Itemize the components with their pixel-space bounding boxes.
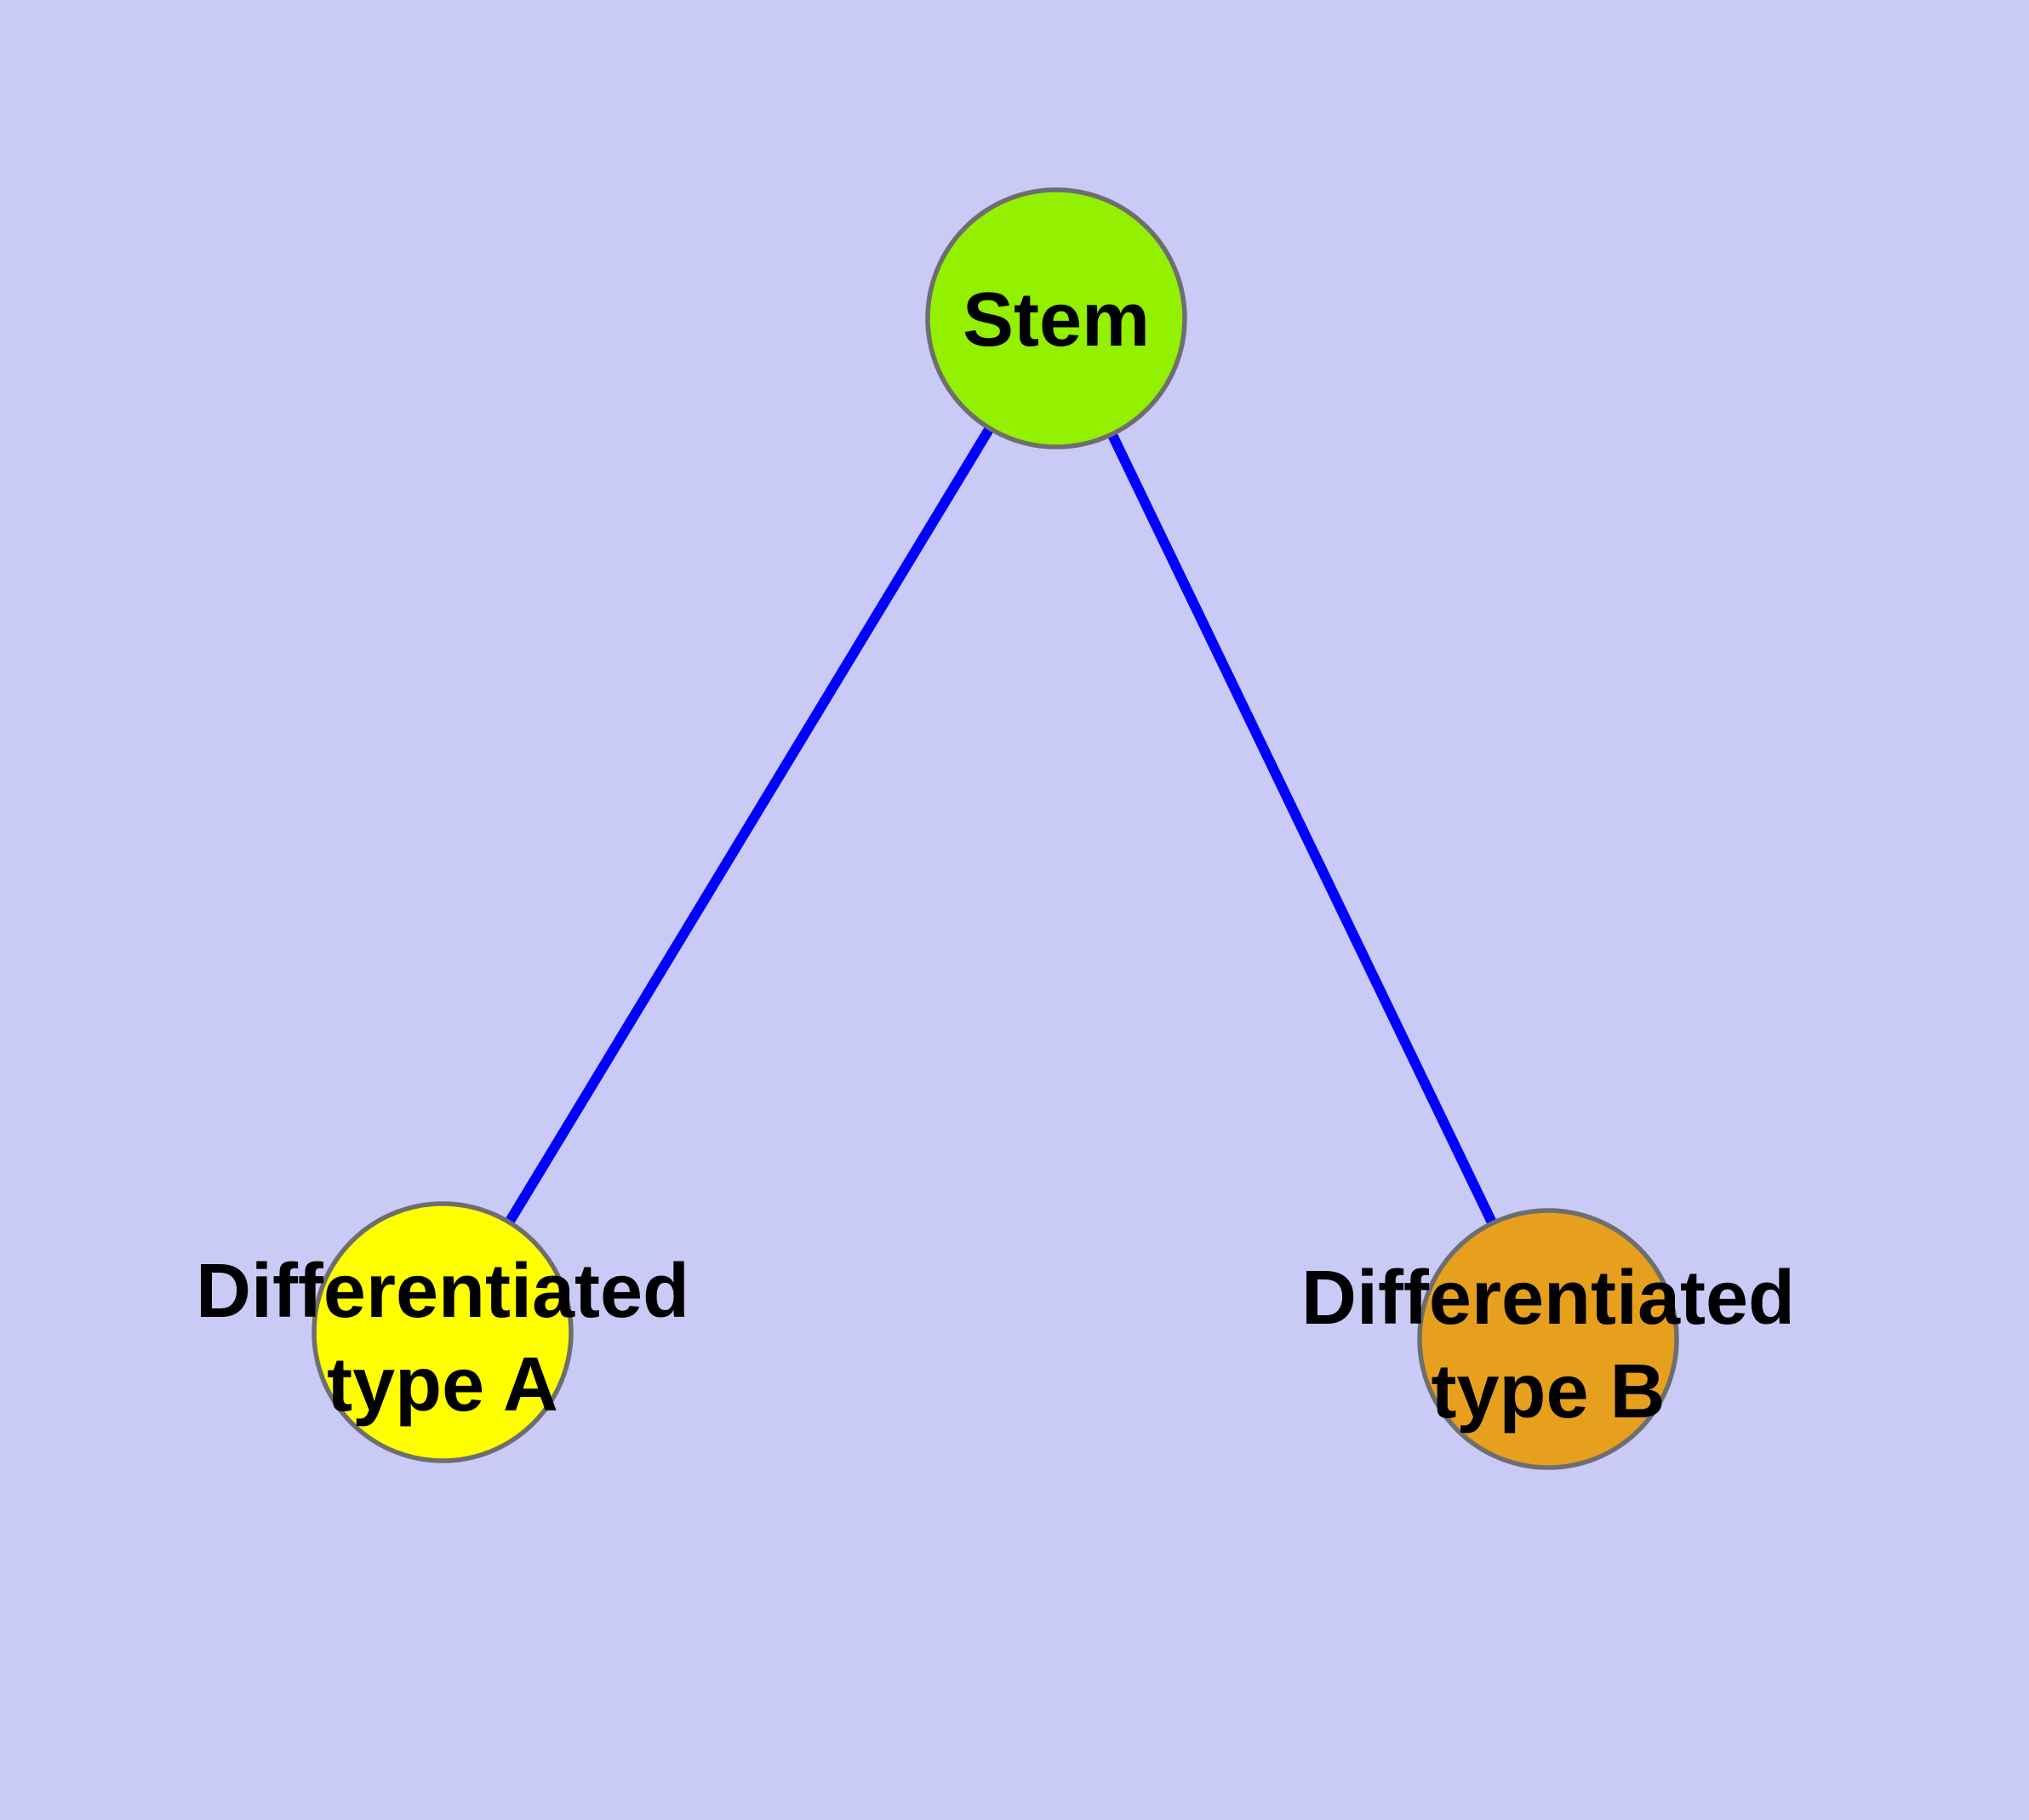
node-differentiated-type-b: Differentiated type B [1301,1208,1795,1470]
edge-stem-to-type-b [1051,316,1553,1342]
stem-node-label: Stem [963,278,1150,363]
type-b-node-label-line2: type B [1431,1349,1665,1434]
type-a-node-label-line2: type A [327,1342,558,1428]
edges [437,315,1553,1342]
stem-node-circle [925,187,1187,449]
type-b-node-label-line1: Differentiated [1301,1256,1795,1341]
node-stem: Stem [925,187,1187,449]
type-a-node-circle [311,1201,574,1463]
type-b-node-circle [1417,1208,1679,1470]
type-a-node-label-line1: Differentiated [196,1249,689,1334]
node-differentiated-type-a: Differentiated type A [196,1201,689,1463]
edge-stem-to-type-a [437,315,1061,1336]
nodes: Stem Differentiated type A Differentiate… [196,187,1795,1470]
